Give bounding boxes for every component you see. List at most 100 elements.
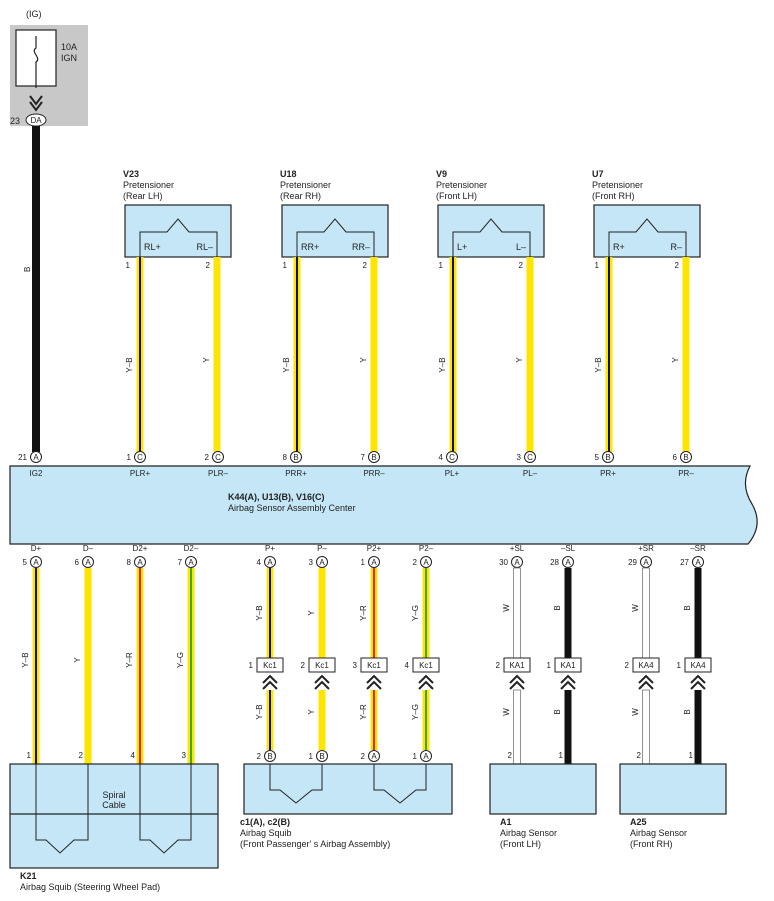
center-top-pin-number: 1 <box>127 453 132 462</box>
junction-pin: 2 <box>496 661 501 670</box>
center-bottom-pin-number: 8 <box>127 558 132 567</box>
k21-wire-body-stripe <box>139 568 141 764</box>
center-top-pin-label: PR– <box>678 469 694 478</box>
center-bottom-pin-number: 6 <box>75 558 80 567</box>
pretensioner-box <box>593 204 701 258</box>
spiral-cable-label-2: Cable <box>102 800 126 810</box>
junction-box <box>684 657 712 673</box>
c1-wire-upper-stripe <box>269 568 271 658</box>
junction-arrow-2 <box>638 680 654 690</box>
a25-wire-lower-body <box>694 690 702 764</box>
center-bottom-pin-connector-letter: A <box>514 558 520 567</box>
pretensioner-wire-color-2: Y <box>359 357 368 363</box>
junction-arrow-2 <box>509 680 525 690</box>
fuse-connector-id: DA <box>30 116 42 125</box>
pretensioner-pin-1: 1 <box>439 261 444 270</box>
center-bottom-pin-connector <box>316 556 328 568</box>
a1-side: (Front LH) <box>500 839 541 849</box>
c1-wire-lower <box>318 690 326 750</box>
pretensioner-box <box>437 204 545 258</box>
a1-pin: 2 <box>508 751 513 760</box>
center-bottom-pin: P–A3 <box>309 544 328 568</box>
c1-wire-upper-stripe <box>425 568 427 658</box>
a25-side: (Front RH) <box>630 839 673 849</box>
pretensioner-wire-color-1: Y–B <box>282 357 291 372</box>
c1-wire-color-upper: Y–G <box>411 605 420 621</box>
c1-sub: (Front Passenger' s Airbag Assembly) <box>240 839 390 849</box>
junction-pin: 1 <box>249 661 254 670</box>
k21-wire-color: Y <box>73 657 82 663</box>
center-bottom-pin-label: P– <box>317 544 327 553</box>
c1-wire-lower-body <box>318 690 326 750</box>
center-bottom-pin-connector-letter: A <box>695 558 701 567</box>
pretensioner-term-1: RL+ <box>144 242 161 252</box>
center-bottom-pin-connector-letter: A <box>267 558 273 567</box>
center-bottom-pin-connector-letter: A <box>319 558 325 567</box>
pretensioner-wire-2-body <box>526 257 534 452</box>
a25-wire-lower-body <box>642 689 650 765</box>
junction-arrow-1 <box>366 674 382 684</box>
c1-pin-connector-letter: B <box>319 752 324 761</box>
junction-pin: 1 <box>547 661 552 670</box>
center-bottom-pin-connector-letter: A <box>33 558 39 567</box>
c1-pin-number: 2 <box>361 752 366 761</box>
a1-wire-lower <box>564 690 572 764</box>
center-top-pin-number: 4 <box>439 453 444 462</box>
a25-wire-upper-body <box>694 568 702 658</box>
a1-wire-upper <box>513 567 521 659</box>
center-bottom-pin-label: +SL <box>510 544 525 553</box>
center-top-pin-number: 6 <box>673 453 678 462</box>
junction-pin: 2 <box>301 661 306 670</box>
pretensioner-term-1: L+ <box>457 242 467 252</box>
pretensioner-side: (Rear RH) <box>280 191 321 201</box>
center-name: Airbag Sensor Assembly Center <box>228 503 356 513</box>
pretensioner-id: U7 <box>592 169 604 179</box>
center-top-pin-connector-letter: C <box>527 453 533 462</box>
k21-wire-body <box>32 568 40 764</box>
a1-wire-upper <box>564 568 572 658</box>
c1-wire: Kc12YYB1P– <box>301 568 336 778</box>
pretensioner-wire-1 <box>293 257 301 452</box>
center-top-pin-number: 5 <box>595 453 600 462</box>
a25-wire-color-lower: B <box>683 709 692 714</box>
pretensioner-name: Pretensioner <box>592 180 643 190</box>
junction-name: Kc1 <box>263 661 277 670</box>
a25-name: Airbag Sensor <box>630 828 687 838</box>
pretensioner-box <box>281 204 389 258</box>
junction-name: KA4 <box>690 661 706 670</box>
center-top-pin-label: PR+ <box>600 469 616 478</box>
center-bottom-pins: D+A5D–A6D2+A8D2–A7P+A4P–A3P2+A1P2–A2+SLA… <box>23 544 706 568</box>
c1-id: c1(A), c2(B) <box>240 817 290 827</box>
center-top-pin-number: 3 <box>517 453 522 462</box>
center-bottom-pin: D– A6 <box>75 544 94 568</box>
c1-wire-lower-stripe <box>269 690 271 750</box>
pretensioner-term-2: L– <box>516 242 526 252</box>
junction-box <box>554 657 582 673</box>
center-bottom-pin: D+A5 <box>23 544 42 568</box>
center-bottom-pin-label: D+ <box>31 544 42 553</box>
pretensioner-side: (Front LH) <box>436 191 477 201</box>
a25-wire-color-lower: W <box>631 708 640 716</box>
pretensioner-wire-2 <box>682 257 690 452</box>
center-bottom-pin-connector-letter: A <box>188 558 194 567</box>
ign-fuse-block: (IG) 10A IGN 23 DA <box>10 9 88 127</box>
center-bottom-pin-label: D– <box>83 544 94 553</box>
center-bottom-pin-label: D2+ <box>133 544 148 553</box>
a25-wire-color-upper: B <box>683 605 692 610</box>
k21-pin: 4 <box>131 751 136 760</box>
center-bottom-pin-connector-letter: A <box>85 558 91 567</box>
c1-wire-color-lower: Y–R <box>359 704 368 720</box>
k21-wire-body <box>84 568 92 764</box>
center-top-pin-connector <box>290 451 302 463</box>
center-top-pin-number: 21 <box>18 453 27 462</box>
c1-wire-lower <box>370 690 378 750</box>
center-bottom-pin: D2–A7 <box>178 544 199 568</box>
